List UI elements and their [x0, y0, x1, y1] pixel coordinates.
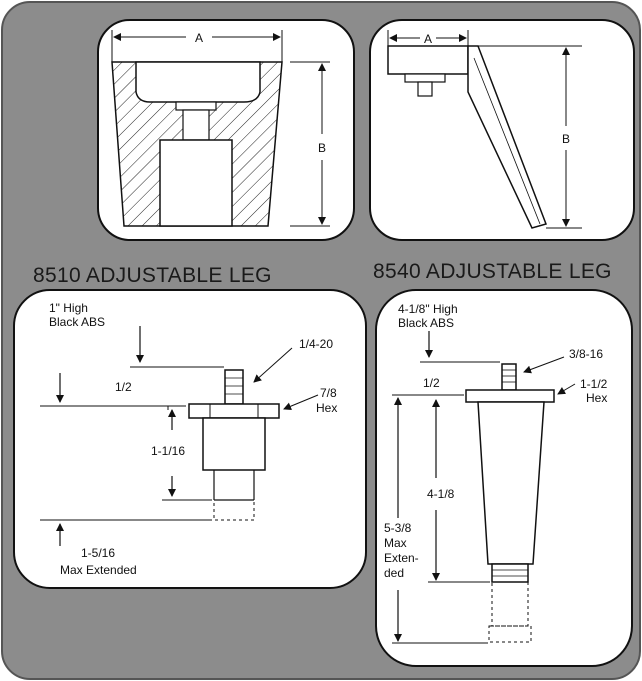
dim-body: 4-1/8 — [427, 487, 455, 501]
panel-8510-detail: 1" High Black ABS 1/2 1/4-20 7/8 Hex — [13, 289, 367, 589]
dim-half: 1/2 — [115, 380, 132, 394]
dim-b-label: B — [318, 141, 326, 155]
material-line2: Black ABS — [398, 316, 454, 330]
dim-total: 5-3/8 — [384, 521, 412, 535]
hex-size: 7/8 — [320, 386, 337, 400]
title-8510: 8510 ADJUSTABLE LEG — [33, 264, 272, 287]
dim-extended: 1-5/16 — [81, 546, 115, 560]
leg-body — [202, 417, 266, 471]
hex-label: Hex — [316, 401, 337, 415]
hex-size: 1-1/2 — [580, 377, 608, 391]
panel-8540-detail: 4-1/8" High Black ABS 3/8-16 1-1/2 Hex 1… — [375, 289, 633, 667]
material-line1: 1" High — [49, 301, 88, 315]
max-line3: ded — [384, 566, 404, 580]
threaded-stud — [224, 369, 244, 405]
material-line2: Black ABS — [49, 315, 105, 329]
dim-a-label: A — [195, 31, 203, 45]
thread-size: 3/8-16 — [569, 347, 603, 361]
dim-body: 1-1/16 — [151, 444, 185, 458]
extended-label: Max Extended — [60, 563, 137, 577]
max-line1: Max — [384, 536, 407, 550]
dim-half: 1/2 — [423, 376, 440, 390]
hex-label: Hex — [586, 391, 607, 405]
panel-8510-profile: A B — [97, 19, 355, 241]
hex-plate — [465, 389, 555, 403]
dim-b-label: B — [562, 132, 570, 146]
threaded-stud — [501, 363, 517, 391]
dim-a-label: A — [424, 32, 432, 46]
panel-8540-profile: A B — [369, 19, 635, 241]
title-8540: 8540 ADJUSTABLE LEG — [373, 260, 612, 283]
tapered-body — [477, 401, 545, 565]
hex-nut — [188, 403, 280, 419]
material-line1: 4-1/8" High — [398, 302, 458, 316]
thread-size: 1/4-20 — [299, 337, 333, 351]
max-line2: Exten- — [384, 551, 419, 565]
